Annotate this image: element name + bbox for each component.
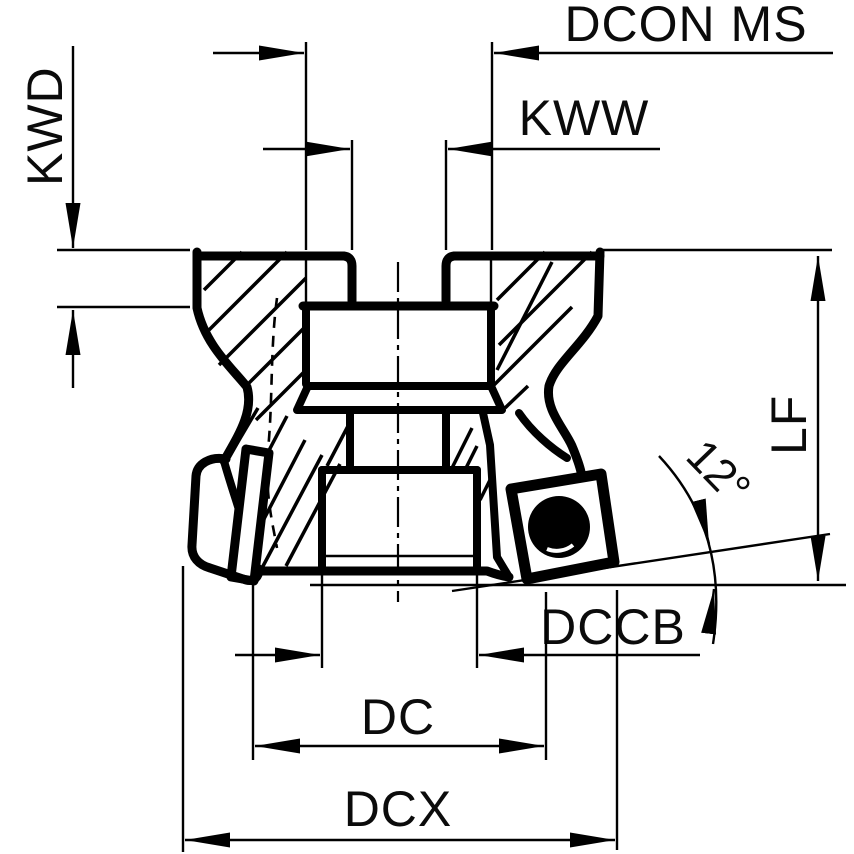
- label-dcx: DCX: [344, 781, 453, 837]
- outer-profile-left: [192, 247, 254, 466]
- arc-arrow: [691, 498, 711, 545]
- label-dccb: DCCB: [540, 599, 686, 655]
- dimension-dc: [251, 574, 548, 760]
- clamp-left: [187, 453, 264, 585]
- dimension-dcon-ms: [213, 42, 833, 250]
- bottom-face: [246, 566, 514, 582]
- top-face-left: [192, 251, 357, 306]
- insert-seat-curve-right: [515, 409, 571, 462]
- dimension-angle: [451, 455, 831, 645]
- insert-left: [226, 444, 274, 586]
- label-lf: LF: [761, 395, 817, 455]
- label-dc: DC: [361, 689, 435, 745]
- arbor-flange: [293, 382, 506, 414]
- insert-right-group: [505, 468, 620, 585]
- outer-profile-right: [543, 247, 605, 477]
- dimension-kwd: [57, 46, 190, 388]
- angle-reference-line: [451, 532, 831, 593]
- label-angle: 12°: [677, 430, 761, 514]
- dimension-dccb: [235, 572, 700, 668]
- label-kwd: KWD: [17, 66, 73, 186]
- top-face-right: [441, 251, 605, 306]
- hidden-contour-dashed: [266, 297, 279, 549]
- insert-left-group: [187, 444, 274, 586]
- label-dcon-ms: DCON MS: [564, 0, 807, 52]
- dimension-lf: [310, 248, 846, 587]
- arc-arrow: [701, 588, 717, 635]
- insert-screw-hole: [528, 496, 590, 558]
- bore-upper-thin-lines: [304, 252, 493, 306]
- label-kww: KWW: [519, 90, 650, 146]
- screw-hole-highlight: [546, 543, 575, 553]
- dimension-dcx: [181, 566, 619, 852]
- pocket-back-right: [479, 409, 513, 581]
- dimension-kww: [263, 140, 660, 250]
- cutter-body: [192, 247, 605, 582]
